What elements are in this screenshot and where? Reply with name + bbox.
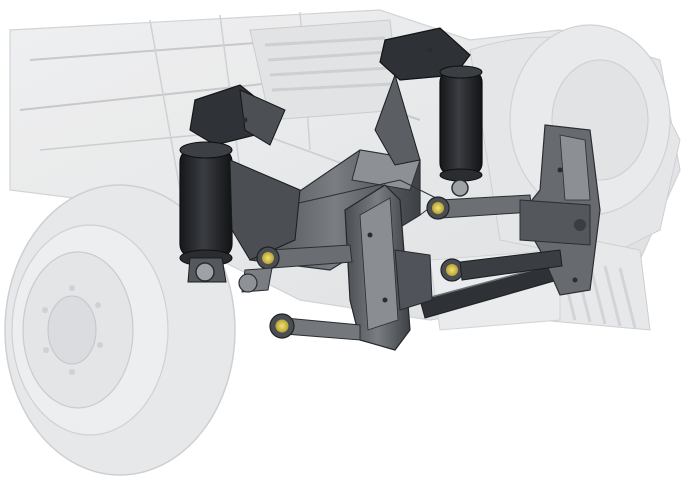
air-spring-icon xyxy=(179,84,301,283)
control-arm-icon-left-upper xyxy=(238,244,353,293)
bolt-details xyxy=(242,47,578,303)
control-arm-icon-right-lower xyxy=(440,249,563,282)
wheel-icon xyxy=(4,184,236,476)
control-arm-icon xyxy=(426,194,533,220)
bracket-icon xyxy=(344,184,433,351)
bracket-icon-right xyxy=(519,124,601,296)
air-spring-icon-right xyxy=(374,27,483,197)
control-arm-icon-left-lower xyxy=(269,313,361,341)
